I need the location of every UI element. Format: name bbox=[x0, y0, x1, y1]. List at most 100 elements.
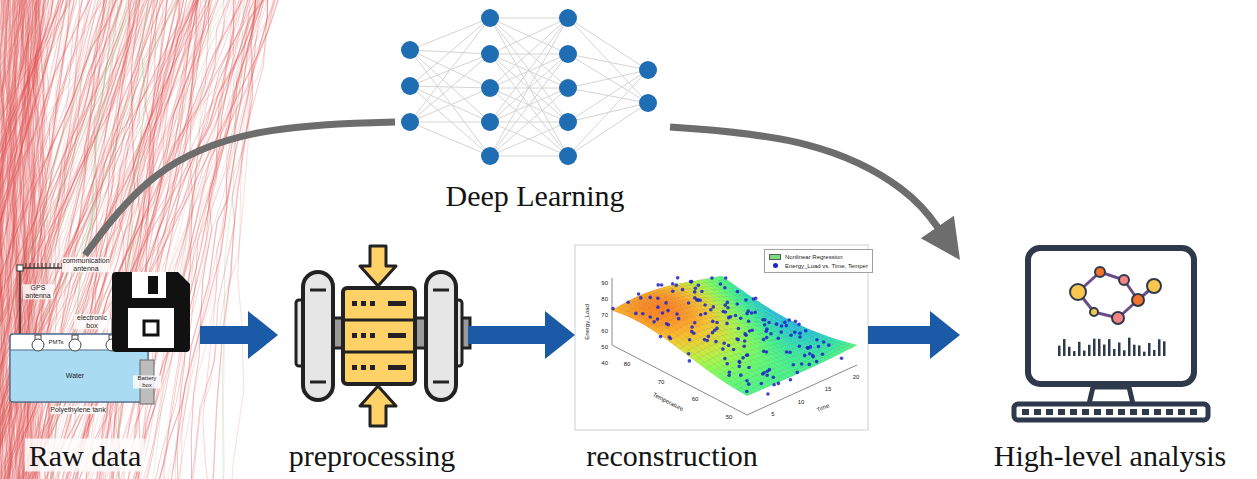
data-point bbox=[666, 309, 670, 313]
network-link bbox=[410, 86, 490, 122]
data-point bbox=[789, 378, 793, 382]
preprocessing-icon bbox=[388, 333, 406, 338]
data-point bbox=[713, 329, 717, 333]
data-point bbox=[788, 350, 792, 354]
shower-track bbox=[161, 0, 248, 479]
keyboard-key bbox=[1166, 409, 1173, 415]
data-point bbox=[704, 312, 708, 316]
data-point bbox=[822, 340, 826, 344]
data-point bbox=[700, 290, 704, 294]
tick-label: 70 bbox=[658, 379, 665, 386]
shower-track bbox=[50, 0, 131, 479]
keyboard-key bbox=[1034, 409, 1041, 415]
data-point bbox=[714, 340, 718, 344]
shower-track bbox=[97, 0, 181, 479]
shower-track bbox=[179, 0, 242, 479]
shower-track bbox=[95, 0, 198, 479]
data-point bbox=[648, 296, 652, 300]
network-neuron bbox=[481, 147, 499, 165]
connector-line bbox=[200, 326, 254, 344]
chart-bar bbox=[1058, 346, 1061, 356]
keyboard-key bbox=[1178, 409, 1185, 415]
part-label: Water bbox=[66, 372, 84, 380]
shower-track bbox=[107, 0, 167, 479]
data-point bbox=[815, 360, 819, 364]
data-point bbox=[688, 338, 692, 342]
chart-bar bbox=[1108, 339, 1111, 356]
data-point bbox=[709, 308, 713, 312]
chart-bar bbox=[1153, 350, 1156, 356]
chart-bar bbox=[1078, 342, 1081, 356]
data-point bbox=[780, 324, 784, 328]
network-neuron bbox=[481, 79, 499, 97]
network-link bbox=[568, 18, 648, 70]
data-point bbox=[707, 335, 711, 339]
data-point bbox=[734, 314, 738, 318]
chart-bar bbox=[1128, 338, 1131, 356]
tick-label: 50 bbox=[601, 344, 608, 351]
data-point bbox=[772, 383, 776, 387]
shower-track bbox=[7, 0, 199, 479]
stage-caption: High-level analysis bbox=[990, 439, 1230, 472]
shower-track bbox=[187, 0, 268, 479]
keyboard-key bbox=[1118, 409, 1125, 415]
network-neuron bbox=[559, 9, 577, 27]
detector-illustration bbox=[19, 268, 21, 334]
data-point bbox=[637, 292, 641, 296]
surface-patch bbox=[697, 298, 706, 302]
preprocessing-icon bbox=[310, 381, 326, 384]
data-point bbox=[735, 302, 739, 306]
data-point bbox=[677, 317, 681, 321]
data-point bbox=[765, 373, 769, 377]
data-point bbox=[743, 339, 747, 343]
network-link bbox=[410, 86, 490, 156]
particle-shower bbox=[0, 0, 280, 479]
data-point bbox=[722, 341, 726, 345]
plot-legend: Nonlinear RegressionEnergy_Load vs. Time… bbox=[764, 249, 873, 273]
shower-track bbox=[38, 0, 50, 479]
data-point bbox=[827, 343, 831, 347]
data-point bbox=[639, 296, 643, 300]
shower-track bbox=[113, 0, 264, 479]
data-point bbox=[687, 352, 691, 356]
data-point bbox=[768, 368, 772, 372]
part-label: Polyethylene tank bbox=[50, 406, 105, 414]
monitor-icon bbox=[1147, 279, 1161, 293]
data-point bbox=[634, 312, 638, 316]
data-point bbox=[772, 375, 776, 379]
data-point bbox=[667, 323, 671, 327]
data-point bbox=[674, 283, 678, 287]
data-point bbox=[840, 356, 844, 360]
data-point bbox=[721, 347, 725, 351]
axis-title: Energy_Load bbox=[584, 304, 591, 340]
data-point bbox=[806, 346, 810, 350]
data-point bbox=[656, 305, 660, 309]
data-point bbox=[808, 352, 812, 356]
data-point bbox=[765, 327, 769, 331]
data-point bbox=[747, 382, 751, 386]
preprocessing-icon bbox=[361, 365, 366, 370]
data-point bbox=[729, 315, 733, 319]
deep-learning-stage: Deep Learning bbox=[395, 5, 670, 216]
regression-plot bbox=[747, 365, 857, 415]
deep-learning-path bbox=[85, 122, 395, 255]
data-point bbox=[804, 329, 808, 333]
part-label: communication antenna bbox=[62, 257, 110, 272]
network-link bbox=[490, 18, 568, 88]
legend-entry: Nonlinear Regression bbox=[769, 252, 868, 261]
data-point bbox=[821, 352, 825, 356]
data-point bbox=[699, 313, 703, 317]
shower-track bbox=[177, 0, 196, 479]
monitor-icon bbox=[1089, 387, 1133, 404]
data-point bbox=[648, 315, 652, 319]
shower-track bbox=[0, 0, 178, 479]
network-neuron bbox=[559, 147, 577, 165]
network-link bbox=[490, 18, 568, 19]
monitor-icon bbox=[1112, 312, 1124, 324]
data-point bbox=[798, 335, 802, 339]
network-neuron bbox=[481, 45, 499, 63]
shower-track bbox=[0, 0, 236, 479]
